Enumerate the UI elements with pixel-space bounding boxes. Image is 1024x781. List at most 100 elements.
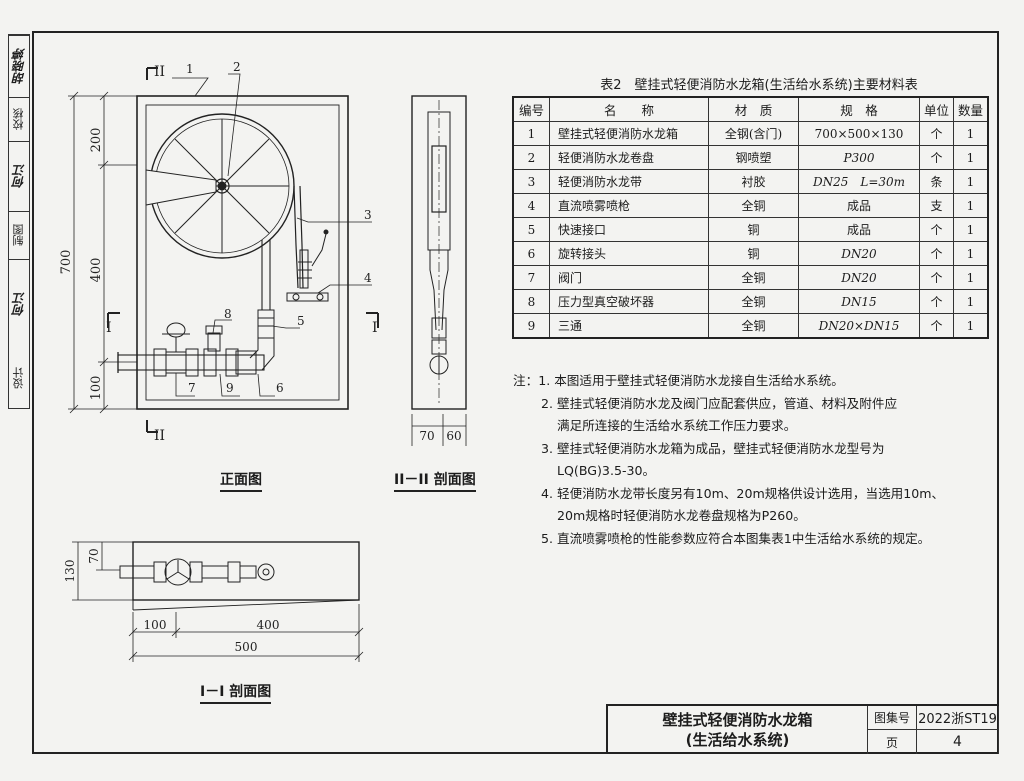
- callout-7: 7: [188, 381, 196, 395]
- section-mark-bottom: II: [154, 428, 165, 444]
- callout-leaders: [172, 73, 372, 397]
- side-dim-70: 70: [419, 429, 434, 443]
- cell-name: 壁挂式轻便消防水龙箱: [549, 121, 709, 146]
- callout-3: 3: [364, 208, 372, 222]
- callout-5: 5: [297, 314, 305, 328]
- callout-8: 8: [224, 307, 232, 321]
- cell-unit: 条: [919, 169, 954, 194]
- callout-4: 4: [364, 271, 372, 285]
- note-text: 4. 轻便消防水龙带长度另有10m、20m规格供设计选用，当选用10m、: [541, 485, 945, 501]
- col-header-unit: 单位: [919, 96, 954, 122]
- cell-name: 轻便消防水龙卷盘: [549, 145, 709, 170]
- atlas-number-value: 2022浙ST19: [917, 706, 999, 730]
- col-header-qty: 数量: [953, 96, 989, 122]
- cell-material: 衬胶: [708, 169, 799, 194]
- cell-unit: 个: [919, 289, 954, 314]
- col-header-spec: 规 格: [798, 96, 920, 122]
- note-text: 5. 直流喷雾喷枪的性能参数应符合本图集表1中生活给水系统的规定。: [541, 530, 931, 546]
- note-text: 2. 壁挂式轻便消防水龙及阀门应配套供应，管道、材料及附件应: [541, 395, 898, 411]
- cell-unit: 个: [919, 241, 954, 266]
- note-line: 4. 轻便消防水龙带长度另有10m、20m规格供设计选用，当选用10m、: [513, 483, 1003, 506]
- cell-name: 轻便消防水龙带: [549, 169, 709, 194]
- note-text: LQ(BG)3.5-30。: [557, 463, 656, 478]
- plan-dim-400: 400: [257, 618, 280, 632]
- cell-no: 3: [512, 169, 550, 194]
- side-view-title: II－II 剖面图: [394, 472, 476, 492]
- cell-name: 阀门: [549, 265, 709, 290]
- page-number: 4: [917, 730, 999, 754]
- cell-material: 全铜: [708, 313, 799, 339]
- cell-unit: 个: [919, 217, 954, 242]
- drawing-title-line1: 壁挂式轻便消防水龙箱: [662, 711, 813, 729]
- cell-material: 全铜: [708, 193, 799, 218]
- cell-no: 1: [512, 121, 550, 146]
- dim-100: 100: [89, 376, 104, 401]
- callout-6: 6: [276, 381, 284, 395]
- cell-qty: 1: [953, 265, 989, 290]
- notes-block: 注：1. 本图适用于壁挂式轻便消防水龙接自生活给水系统。 2. 壁挂式轻便消防水龙…: [513, 370, 1003, 550]
- front-view-cabinet: [136, 95, 349, 410]
- cell-name: 三通: [549, 313, 709, 339]
- plan-dim-100: 100: [144, 618, 167, 632]
- note-line: 注：1. 本图适用于壁挂式轻便消防水龙接自生活给水系统。: [513, 370, 1003, 393]
- note-line: 20m规格时轻便消防水龙卷盘规格为P260。: [513, 505, 1003, 528]
- cell-spec: P300: [798, 145, 920, 170]
- note-text: 1. 本图适用于壁挂式轻便消防水龙接自生活给水系统。: [538, 373, 844, 388]
- section-mark-left: I: [106, 320, 112, 336]
- plan-dim-70: 70: [87, 548, 101, 563]
- materials-table-title: 表2 壁挂式轻便消防水龙箱(生活给水系统)主要材料表: [600, 78, 918, 93]
- cell-qty: 1: [953, 145, 989, 170]
- cell-material: 全铜: [708, 265, 799, 290]
- cell-material: 铜: [708, 241, 799, 266]
- plan-dim-500: 500: [235, 640, 258, 654]
- cell-spec: DN20: [798, 265, 920, 290]
- cell-unit: 个: [919, 265, 954, 290]
- col-header-material: 材 质: [708, 96, 799, 122]
- callout-9: 9: [226, 381, 234, 395]
- side-view: [411, 95, 467, 446]
- side-dim-60: 60: [446, 429, 461, 443]
- note-text: 20m规格时轻便消防水龙卷盘规格为P260。: [557, 508, 806, 523]
- plan-view-title: I－I 剖面图: [200, 684, 272, 704]
- note-line: 2. 壁挂式轻便消防水龙及阀门应配套供应，管道、材料及附件应: [513, 393, 1003, 416]
- cell-name: 快速接口: [549, 217, 709, 242]
- cell-name: 旋转接头: [549, 241, 709, 266]
- callout-2: 2: [233, 60, 241, 74]
- table-header-row: 编号 名 称 材 质 规 格 单位 数量: [512, 96, 989, 122]
- fire-hose: [261, 185, 304, 310]
- drawing-title: 壁挂式轻便消防水龙箱 (生活给水系统): [608, 706, 868, 754]
- cell-material: 全铜: [708, 289, 799, 314]
- note-line: LQ(BG)3.5-30。: [513, 460, 1003, 483]
- cell-qty: 1: [953, 217, 989, 242]
- cell-qty: 1: [953, 241, 989, 266]
- col-header-name: 名 称: [549, 96, 709, 122]
- drawing-frame: [32, 31, 999, 754]
- cell-spec: DN25 L=30m: [798, 169, 920, 194]
- dim-200: 200: [89, 128, 104, 153]
- cell-spec: 成品: [798, 193, 920, 218]
- cell-unit: 支: [919, 193, 954, 218]
- page-label: 页: [868, 730, 917, 754]
- note-line: 满足所连接的生活给水系统工作压力要求。: [513, 415, 1003, 438]
- note-text: 3. 壁挂式轻便消防水龙箱为成品，壁挂式轻便消防水龙型号为: [541, 440, 885, 456]
- cell-qty: 1: [953, 169, 989, 194]
- cell-unit: 个: [919, 313, 954, 339]
- front-dimension-lines: [68, 91, 137, 414]
- notes-prefix: 注：: [513, 373, 539, 388]
- note-text: 满足所连接的生活给水系统工作压力要求。: [557, 418, 797, 433]
- cell-unit: 个: [919, 145, 954, 170]
- front-view-title: 正面图: [220, 472, 262, 492]
- atlas-number-label: 图集号: [868, 706, 917, 730]
- section-mark-top: II: [154, 64, 165, 80]
- cell-qty: 1: [953, 121, 989, 146]
